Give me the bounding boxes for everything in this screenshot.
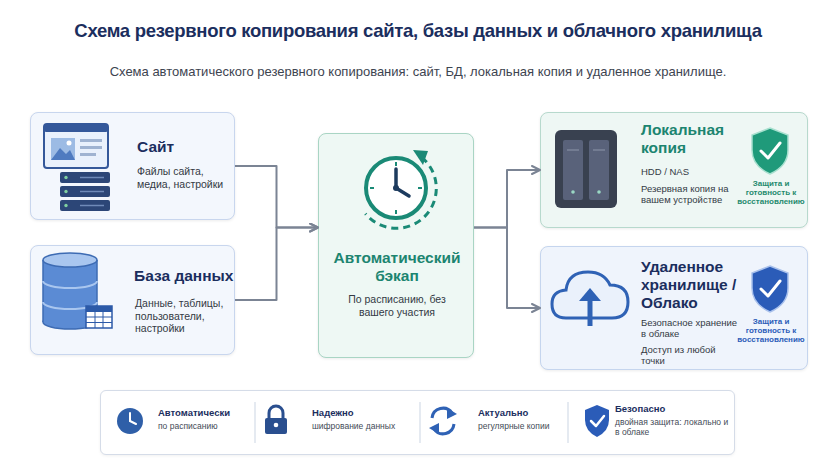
flow-connector xyxy=(474,228,540,309)
node-text: Файлы сайта, медиа, настройки xyxy=(137,165,229,190)
separator xyxy=(567,402,569,443)
node-text: Защита и готовность к восстановлению xyxy=(731,179,811,207)
node-heading: Безопасно xyxy=(615,403,729,414)
node-text: HDD / NAS xyxy=(641,166,741,177)
feature-item: Безопасно двойная защита: локально и в об… xyxy=(615,402,729,446)
refresh-arrowhead xyxy=(429,423,439,434)
feature-item: Надежно шифрование данных xyxy=(312,405,412,439)
node-heading: Сайт xyxy=(137,138,232,156)
refresh-arc xyxy=(434,424,454,434)
diagram-caption: Схема автоматического резервного копиров… xyxy=(0,64,836,79)
source-box: СайтФайлы сайта, медиа, настройки xyxy=(30,112,235,220)
node-heading: Автоматически xyxy=(158,407,250,418)
flow-connector xyxy=(235,166,318,228)
clock-badge xyxy=(117,408,143,434)
node-text: регулярные копии xyxy=(478,422,566,432)
flow-connector xyxy=(235,228,318,301)
node-heading: Надежно xyxy=(312,407,412,418)
feature-icons xyxy=(117,405,609,437)
node-text: Резервная копия на вашем устройстве xyxy=(641,183,741,206)
node-heading: Удаленное хранилище / Облако xyxy=(641,258,751,311)
lock-keyhole xyxy=(274,423,279,428)
clock-hand xyxy=(130,421,136,424)
source-box: База данныхДанные, таблицы, пользователи… xyxy=(30,245,235,355)
refresh-arc xyxy=(432,408,452,418)
flow-connector xyxy=(474,170,540,228)
separator xyxy=(254,402,256,443)
node-text: по расписанию xyxy=(158,422,250,432)
check-mark xyxy=(591,416,604,426)
clock-hand xyxy=(129,413,131,421)
node-text: Доступ из любой точки xyxy=(641,344,741,367)
node-text: Данные, таблицы, пользователи, настройки xyxy=(135,297,227,335)
feature-item: Автоматически по расписанию xyxy=(158,405,250,439)
process-box: Автоматический бэкап По расписанию, без в… xyxy=(318,133,474,358)
node-text: двойная защита: локально и в облаке xyxy=(615,418,729,438)
node-heading: Локальная копия xyxy=(641,121,741,157)
storage-box: Удаленное хранилище / ОблакоБезопасное х… xyxy=(540,246,808,370)
lock-body xyxy=(265,418,287,434)
node-text: Безопасное хранение в облаке xyxy=(641,317,741,340)
node-text: По расписанию, без вашего участия xyxy=(331,293,463,318)
node-heading: Актуально xyxy=(478,407,566,418)
node-text: Защита и готовность к восстановлению xyxy=(731,317,811,345)
node-heading: Автоматический бэкап xyxy=(323,249,471,285)
storage-box: Локальная копияHDD / NAS Резервная копия … xyxy=(540,112,808,228)
node-heading: База данных xyxy=(134,267,235,285)
diagram-title: Схема резервного копирования сайта, базы… xyxy=(0,20,836,42)
shield-badge xyxy=(585,405,609,437)
feature-item: Актуально регулярные копии xyxy=(478,405,566,439)
node-text: шифрование данных xyxy=(312,422,412,432)
band-separators xyxy=(255,402,568,443)
separator xyxy=(419,402,421,443)
refresh-arrowhead xyxy=(447,408,457,419)
lock-shackle xyxy=(269,406,283,419)
